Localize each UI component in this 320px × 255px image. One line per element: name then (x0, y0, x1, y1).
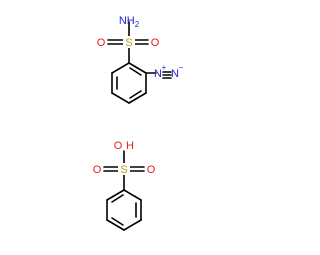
atom-oxygen-2-right: O (147, 164, 156, 176)
ring2-double-2 (111, 217, 124, 226)
atom-h2-subscript: 2 (135, 20, 140, 29)
atom-sulfur-2: S (120, 164, 127, 176)
benzene-ring-1 (111, 62, 147, 104)
ring1-bond-1 (128, 62, 147, 74)
ring1-bond-6 (111, 62, 130, 74)
ring1-double-2 (129, 90, 142, 99)
atom-n-terminal: N (171, 68, 179, 80)
atom-hydrogen-hydroxyl: H (126, 140, 134, 152)
ring2-bond-4 (106, 219, 125, 231)
benzene-ring-2 (106, 189, 142, 231)
ring1-bond-3 (128, 92, 147, 104)
charge-minus: − (179, 63, 184, 72)
ring2-bond-3 (123, 219, 142, 231)
atom-h-amide: H (127, 15, 135, 27)
atom-oxygen-1-left: O (97, 37, 106, 49)
structure-canvas: NH2 S O O N + N − O H S O (93, 15, 184, 231)
molecule-1: NH2 S O O N + N − (97, 15, 184, 104)
sulfur-2-mask (118, 163, 130, 175)
atom-oxygen-1-right: O (151, 37, 160, 49)
ring1-bond-4 (111, 92, 130, 104)
ring2-bond-1 (123, 189, 142, 201)
ring2-bond-6 (106, 189, 125, 201)
atom-n-diazonium: N (154, 68, 162, 80)
atom-sulfur-1: S (125, 37, 132, 49)
charge-plus: + (162, 63, 167, 72)
ring1-double-1 (129, 67, 142, 76)
atom-nh2: NH2 (119, 15, 140, 29)
sulfur-1-mask (123, 36, 135, 48)
ring2-double-3 (111, 194, 124, 203)
atom-oxygen-hydroxyl: O (114, 140, 123, 152)
structure-drawing: NH2 S O O N + N − O H S O (93, 15, 184, 231)
atom-n-amide: N (119, 15, 127, 27)
atom-oxygen-2-left: O (93, 164, 102, 176)
molecule-2: O H S O O (93, 140, 156, 231)
